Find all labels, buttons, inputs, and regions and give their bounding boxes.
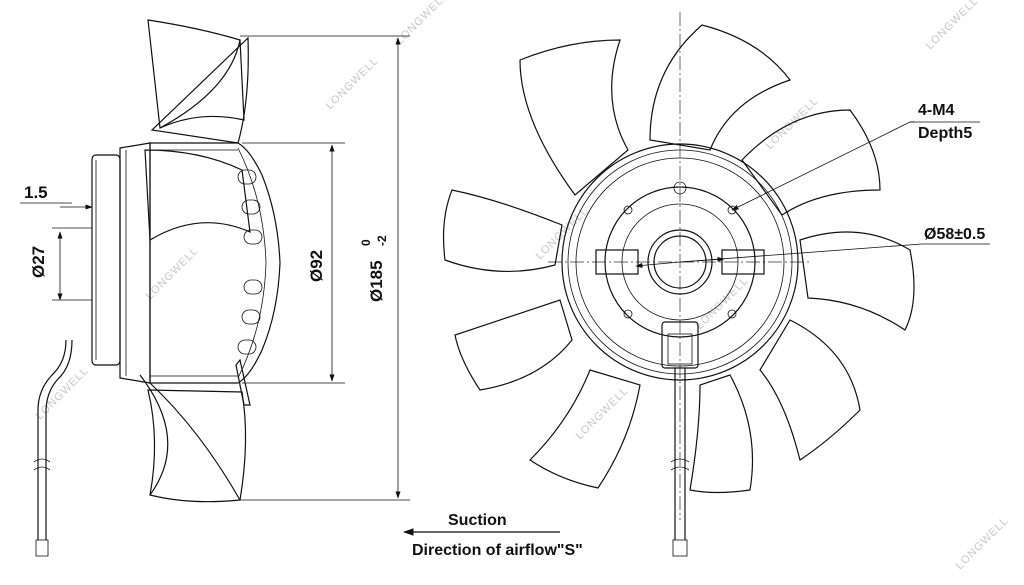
watermark: LONGWELL — [924, 0, 981, 52]
slot-right — [721, 249, 765, 275]
watermark: LONGWELL — [394, 0, 451, 47]
mount-holes-label: 4-M4 — [918, 102, 955, 119]
mount-depth-label: Depth5 — [918, 125, 972, 142]
rotor-outer-ring — [561, 143, 799, 381]
bolt-circle-label: Ø58±0.5 — [924, 226, 985, 243]
watermark: LONGWELL — [954, 515, 1011, 572]
motor-diameter-label: Ø92 — [307, 250, 326, 282]
cable — [37, 339, 67, 540]
fan-diameter-tol-upper: 0 — [359, 239, 373, 246]
blades-front — [442, 24, 915, 494]
blades-side — [139, 19, 251, 503]
dim-motor-diameter: Ø92 — [242, 142, 345, 384]
fan-diameter-tol-lower: -2 — [375, 235, 389, 246]
fan-diameter-label: Ø185 — [367, 260, 386, 302]
dim-flange-thickness: 1.5 — [20, 183, 93, 215]
slot-left — [595, 249, 639, 275]
airflow-indicator: Suction Direction of airflow"S" — [402, 512, 583, 559]
motor-face — [604, 186, 756, 338]
hub-diameter-label: Ø27 — [29, 246, 48, 278]
front-view: 4-M4 Depth5 Ø58±0.5 — [442, 12, 990, 557]
watermark: LONGWELL — [324, 55, 381, 112]
callout-mount-holes: 4-M4 Depth5 — [731, 102, 980, 211]
vent-slots — [237, 169, 263, 355]
airflow-direction-label: Direction of airflow"S" — [412, 542, 583, 559]
motor-body — [119, 142, 151, 384]
dim-hub-diameter: Ø27 — [29, 227, 92, 301]
cable-outlet — [661, 321, 699, 369]
dim-fan-diameter: Ø185 0 -2 — [240, 35, 410, 501]
watermark: LONGWELL — [574, 385, 631, 442]
watermark: LONGWELL — [144, 245, 201, 302]
shaft-boss — [647, 229, 713, 295]
callout-bolt-circle: Ø58±0.5 — [635, 226, 990, 268]
side-view: 1.5 Ø27 Ø92 Ø185 0 -2 Suction — [20, 19, 583, 559]
suction-label: Suction — [448, 512, 507, 529]
rotor-housing — [149, 142, 281, 384]
flange-thickness-label: 1.5 — [24, 183, 48, 202]
